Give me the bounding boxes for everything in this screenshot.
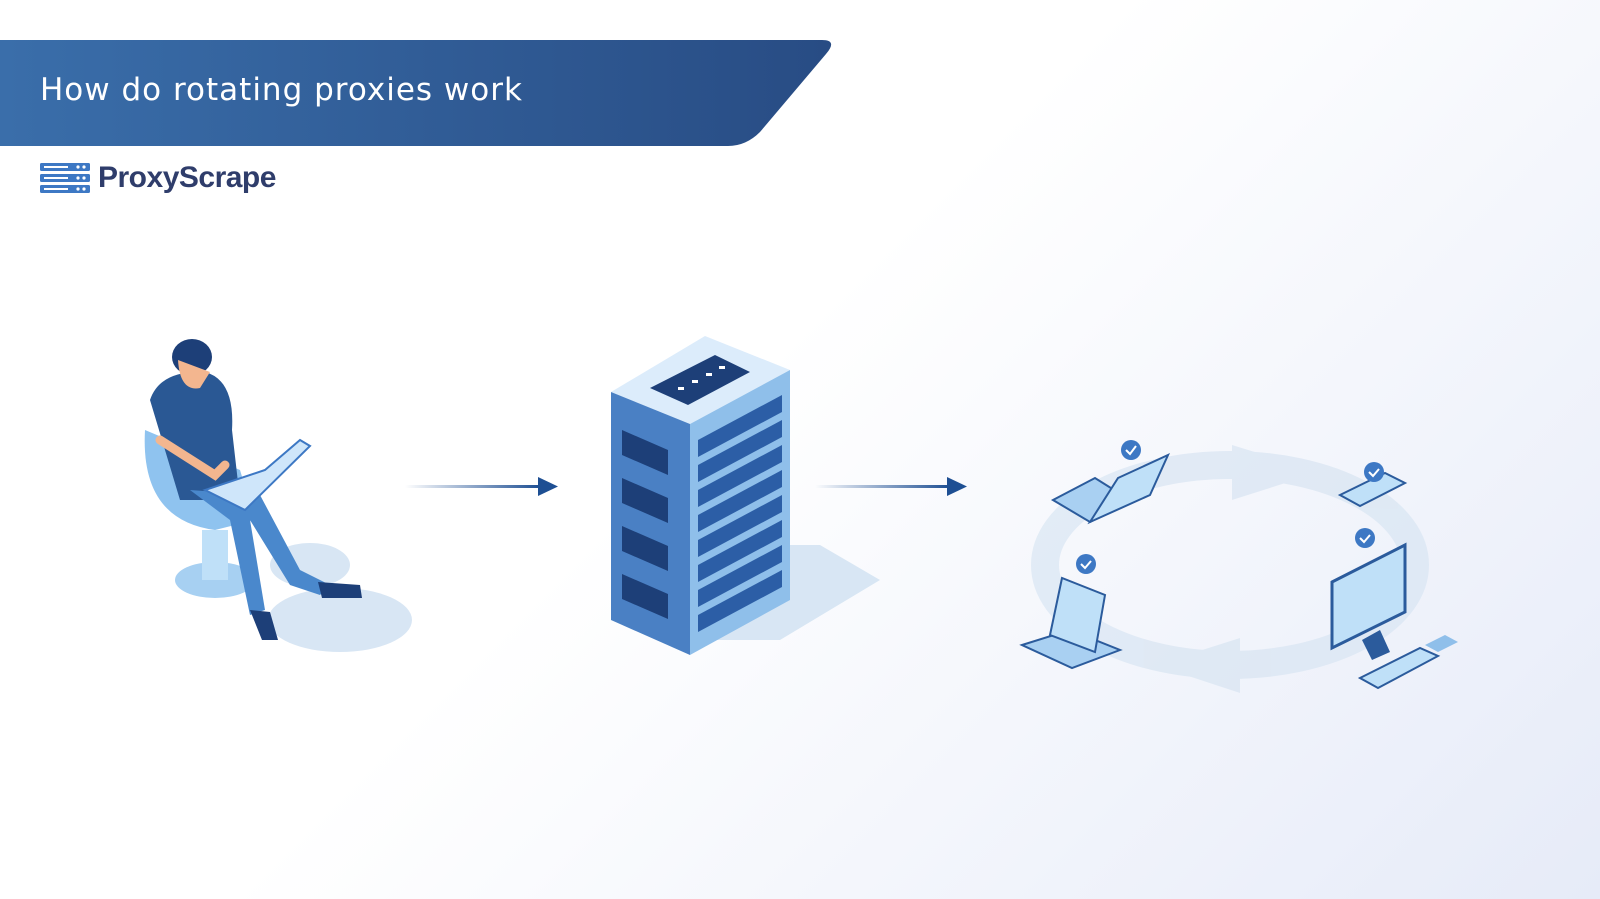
desktop-computer-device-icon xyxy=(1330,528,1458,690)
proxy-server-illustration xyxy=(611,336,880,655)
user-with-laptop-illustration xyxy=(144,339,412,652)
arrow-proxy-to-devices xyxy=(815,477,967,496)
smartphone-device-icon xyxy=(1337,462,1408,508)
brand-logo: ProxyScrape xyxy=(40,161,276,195)
server-stack-icon xyxy=(40,163,90,193)
laptop-device-icon xyxy=(1050,440,1171,525)
rotation-cycle-arrows xyxy=(1031,445,1429,693)
brand-name: ProxyScrape xyxy=(98,161,276,194)
header-banner xyxy=(0,40,832,146)
arrow-user-to-proxy xyxy=(405,477,558,496)
tablet-device-icon xyxy=(1019,554,1123,670)
page-title: How do rotating proxies work xyxy=(40,72,523,108)
